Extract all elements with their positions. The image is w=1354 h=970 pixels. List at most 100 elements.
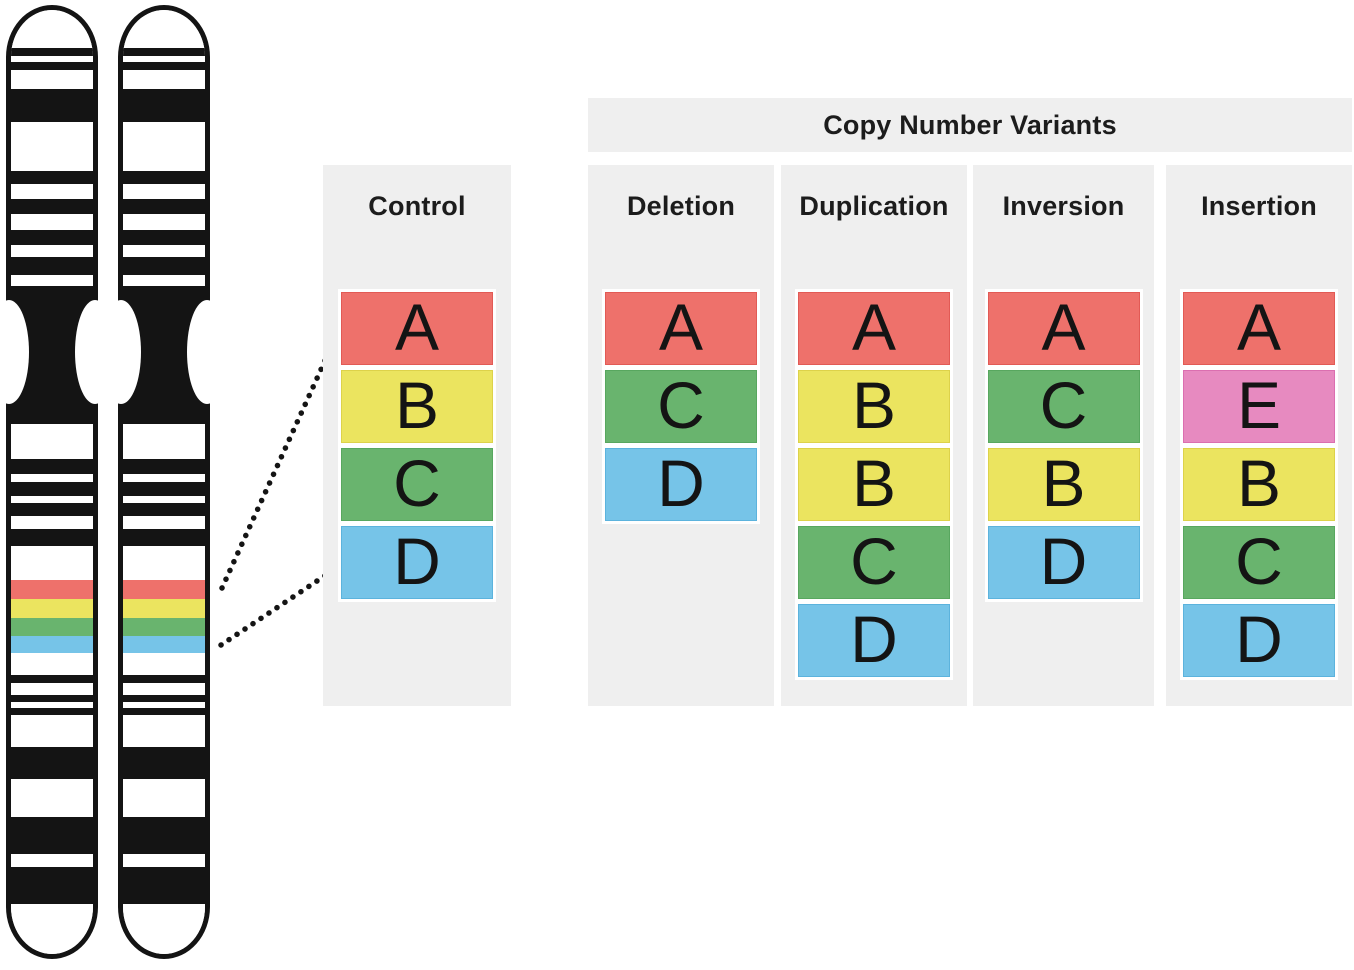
variant-panel-title: Duplication — [799, 191, 949, 221]
chromosome-band — [123, 618, 205, 636]
gene-segment-label: A — [851, 289, 897, 364]
chromosome-band — [11, 904, 93, 954]
gene-segment-c: C — [1183, 526, 1335, 599]
gene-segment-label: D — [1039, 523, 1088, 598]
chromosome-band — [11, 618, 93, 636]
chromosome-band — [11, 854, 93, 867]
chromosome-band — [123, 496, 205, 503]
gene-segment-label: B — [851, 367, 897, 442]
gene-segment-label: E — [1236, 367, 1282, 442]
chromosome-band — [123, 653, 205, 675]
chromosome-band — [11, 459, 93, 474]
chromosome-band — [123, 747, 205, 779]
chromosome-band — [11, 48, 93, 56]
chromosome-band — [11, 529, 93, 546]
chromosome-band — [11, 482, 93, 496]
chromosome-band — [11, 653, 93, 675]
chromosome-band — [11, 779, 93, 817]
gene-segment-label: D — [850, 601, 898, 676]
chromosome-band — [11, 817, 93, 854]
chromosome-band — [123, 48, 205, 56]
chromosome-band — [11, 683, 93, 695]
chromosome-band — [11, 199, 93, 214]
gene-segment-label: A — [394, 289, 440, 364]
chromosome-band — [123, 245, 205, 257]
chromosome-band — [11, 56, 93, 62]
chromosome-band — [11, 675, 93, 683]
gene-segment-label: C — [1039, 367, 1088, 442]
chromosome-band — [123, 529, 205, 546]
chromosome-band — [123, 715, 205, 747]
chromosome-band — [123, 854, 205, 867]
gene-segment-label: B — [851, 445, 897, 520]
chromosome-band — [123, 675, 205, 683]
chromosome-band — [123, 636, 205, 653]
gene-segment-d: D — [341, 526, 493, 599]
chromosome-band — [123, 708, 205, 715]
chromosome-band — [123, 257, 205, 275]
chromosome-band — [123, 599, 205, 618]
centromere-notch-right — [187, 300, 227, 404]
gene-segment-b: B — [1183, 448, 1335, 521]
chromosome-band — [11, 867, 93, 904]
chromosome-band — [123, 516, 205, 529]
variant-panel-title: Deletion — [626, 191, 736, 221]
gene-segment-label: B — [394, 367, 440, 442]
chromosome-band — [123, 459, 205, 474]
chromosome-band — [123, 122, 205, 171]
gene-segment-c: C — [605, 370, 757, 443]
chromosome-band — [123, 275, 205, 286]
chromosome-band — [123, 580, 205, 599]
gene-segment-b: B — [341, 370, 493, 443]
chromosome-band — [123, 230, 205, 245]
chromosome-band — [11, 424, 93, 459]
chromosome-band — [123, 199, 205, 214]
gene-segment-b: B — [798, 448, 950, 521]
gene-segment-label: C — [393, 445, 441, 520]
gene-segment-label: A — [1236, 289, 1282, 364]
chromosome-band — [123, 62, 205, 70]
gene-segment-a: A — [987, 292, 1140, 365]
gene-segment-d: D — [798, 604, 950, 677]
chromosome-band — [123, 89, 205, 122]
chromosome-illustration — [0, 0, 230, 970]
chromosome-band — [123, 867, 205, 904]
gene-segment-a: A — [1183, 292, 1335, 365]
chromosome-band — [11, 275, 93, 286]
gene-segment-d: D — [987, 523, 1140, 599]
chromosome-band — [123, 503, 205, 516]
chromosome-band — [11, 62, 93, 70]
chromosome-band — [11, 708, 93, 715]
cnv-header-title: Copy Number Variants — [823, 109, 1117, 140]
chromosome-band — [11, 715, 93, 747]
gene-segment-label: B — [1041, 445, 1086, 520]
chromosome-band — [11, 599, 93, 618]
chromosome-band — [123, 695, 205, 702]
gene-segment-label: C — [1235, 523, 1283, 598]
chromosome-band — [11, 496, 93, 503]
gene-segment-d: D — [605, 448, 757, 521]
chromosome-band — [11, 636, 93, 653]
chromosome-band — [123, 10, 205, 48]
gene-segment-label: D — [393, 523, 441, 598]
gene-segment-label: A — [658, 289, 704, 364]
chromatid-outline — [6, 5, 98, 959]
chromosome-band — [11, 695, 93, 702]
gene-segment-b: B — [987, 445, 1140, 521]
gene-segment-e: E — [1183, 370, 1335, 443]
chromosome-band — [11, 474, 93, 482]
gene-segment-label: B — [1236, 445, 1282, 520]
gene-segment-b: B — [798, 370, 950, 443]
chromosome-band — [123, 904, 205, 954]
gene-segment-a: A — [798, 292, 950, 365]
connector-line-bottom — [218, 564, 341, 648]
chromosome-band — [11, 230, 93, 245]
